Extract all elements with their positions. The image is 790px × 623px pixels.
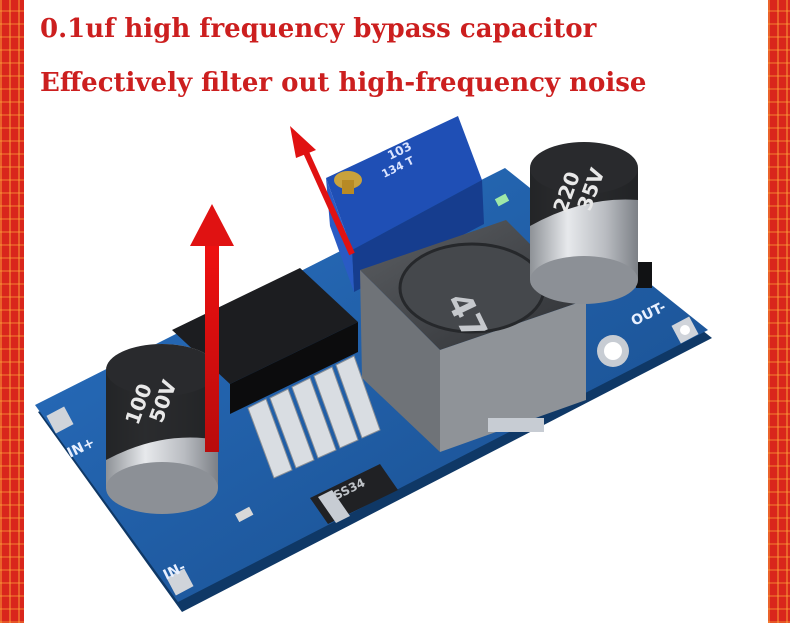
right-circuit-border [768, 0, 790, 623]
output-diode [636, 262, 652, 288]
caption-line-2: Effectively filter out high-frequency no… [40, 68, 647, 98]
power-inductor: 47 [360, 220, 586, 452]
capacitor-right: 220 35V [530, 142, 638, 304]
left-circuit-border [0, 0, 24, 623]
annotation-arrow-right [290, 126, 355, 256]
annotation-arrow-left [190, 204, 234, 452]
smd-capacitor [235, 506, 254, 523]
capacitor-left: 100 50V [106, 344, 218, 514]
pad-in-plus [46, 406, 74, 434]
power-led [494, 193, 510, 207]
caption-line-1: 0.1uf high frequency bypass capacitor [40, 14, 597, 44]
pad-in-minus [166, 568, 194, 596]
